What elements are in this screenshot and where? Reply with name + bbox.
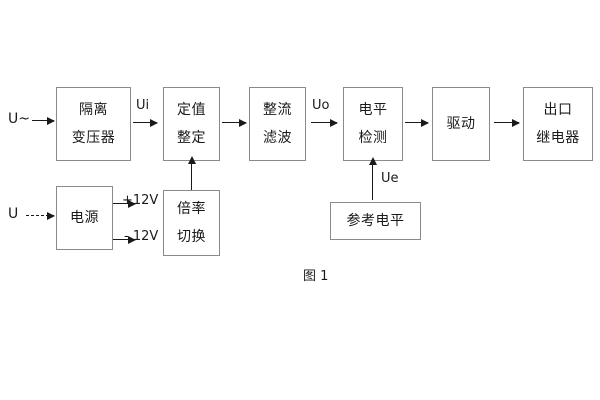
block-rectify-filter-line2: 滤波	[263, 129, 292, 146]
negative-rail-arrow	[113, 235, 136, 244]
block-multiplier-switch-line1: 倍率	[177, 200, 206, 217]
block-setting-value-line1: 定值	[177, 101, 206, 118]
block-setting-value[interactable]: 定值 整定	[163, 87, 220, 161]
signal-uo-label: Uo	[312, 98, 330, 113]
negative-rail-label: - 12V	[124, 229, 159, 244]
signal-ue-label: Ue	[381, 171, 399, 186]
dc-input-arrow	[26, 211, 55, 220]
block-power-supply[interactable]: 电源	[56, 186, 113, 250]
signal-ue-arrow	[368, 157, 377, 200]
level-to-drive-arrow	[405, 118, 429, 127]
signal-ui-label: Ui	[136, 98, 150, 113]
block-setting-value-line2: 整定	[177, 129, 206, 146]
ac-input-label: U~	[8, 111, 30, 127]
figure-caption: 图 1	[303, 269, 329, 284]
signal-ui-arrow	[133, 118, 158, 127]
block-drive[interactable]: 驱动	[432, 87, 490, 161]
block-multiplier-switch-line2: 切换	[177, 228, 206, 245]
block-output-relay[interactable]: 出口 继电器	[523, 87, 593, 161]
positive-rail-arrow	[113, 199, 136, 208]
block-rectify-filter-line1: 整流	[263, 101, 292, 118]
dc-input-label: U	[8, 206, 19, 222]
positive-rail-label: +12V	[122, 193, 159, 208]
block-output-relay-line1: 出口	[543, 101, 573, 118]
block-drive-line1: 驱动	[446, 115, 476, 132]
block-level-detection-line1: 电平	[358, 101, 388, 118]
ac-input-arrow	[32, 116, 55, 125]
block-reference-level[interactable]: 参考电平	[330, 202, 421, 240]
drive-to-relay-arrow	[494, 118, 520, 127]
block-power-supply-line1: 电源	[70, 209, 99, 226]
multiplier-to-setting-arrow	[187, 156, 196, 190]
setting-to-rectify-arrow	[222, 118, 247, 127]
block-output-relay-line2: 继电器	[536, 129, 580, 146]
signal-uo-arrow	[311, 118, 338, 127]
block-isolation-transformer-line1: 隔离	[79, 101, 108, 118]
block-isolation-transformer-line2: 变压器	[71, 129, 116, 146]
block-level-detection-line2: 检测	[358, 129, 388, 146]
block-reference-level-line1: 参考电平	[346, 212, 405, 229]
block-level-detection[interactable]: 电平 检测	[343, 87, 403, 161]
block-multiplier-switch[interactable]: 倍率 切换	[163, 190, 220, 256]
block-rectify-filter[interactable]: 整流 滤波	[249, 87, 306, 161]
block-isolation-transformer[interactable]: 隔离 变压器	[56, 87, 131, 161]
